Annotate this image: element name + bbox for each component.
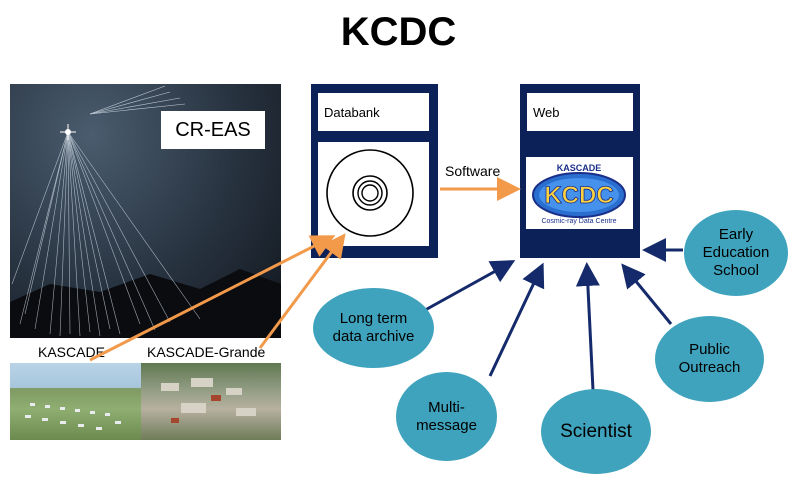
node-early-education: Early Education School: [684, 210, 788, 296]
arrow-grande: [258, 233, 346, 349]
kcdc-logo: KASCADE KCDC Cosmic-ray Data Centre: [526, 157, 633, 229]
databank-label: Databank: [318, 93, 429, 131]
page-title: KCDC: [340, 10, 457, 54]
arrow-archive: [417, 260, 516, 316]
image-label: CR-EAS: [161, 111, 265, 149]
kascade-grande-photo: [141, 363, 281, 440]
kascade-photo: [10, 363, 141, 440]
disc-area: [318, 142, 429, 246]
node-scientist: Scientist: [541, 389, 651, 474]
node-multi-message: Multi- message: [396, 372, 497, 461]
node-long-term-archive: Long term data archive: [313, 288, 434, 368]
web-label: Web: [527, 93, 633, 131]
arrow-kascade: [89, 235, 336, 362]
logo-bottom-text: Cosmic-ray Data Centre: [541, 218, 616, 225]
kascade-label: KASCADE: [38, 344, 105, 360]
software-label: Software: [445, 163, 501, 179]
kascade-grande-label: KASCADE-Grande: [147, 344, 266, 360]
logo-main-text: KCDC: [544, 182, 613, 209]
disc-icon: [326, 149, 414, 237]
node-public-outreach: Public Outreach: [655, 316, 764, 402]
arrow-multimessage: [488, 262, 545, 377]
logo-top-text: KASCADE: [557, 163, 602, 173]
arrow-scientist: [575, 262, 600, 391]
arrow-outreach: [621, 263, 673, 325]
